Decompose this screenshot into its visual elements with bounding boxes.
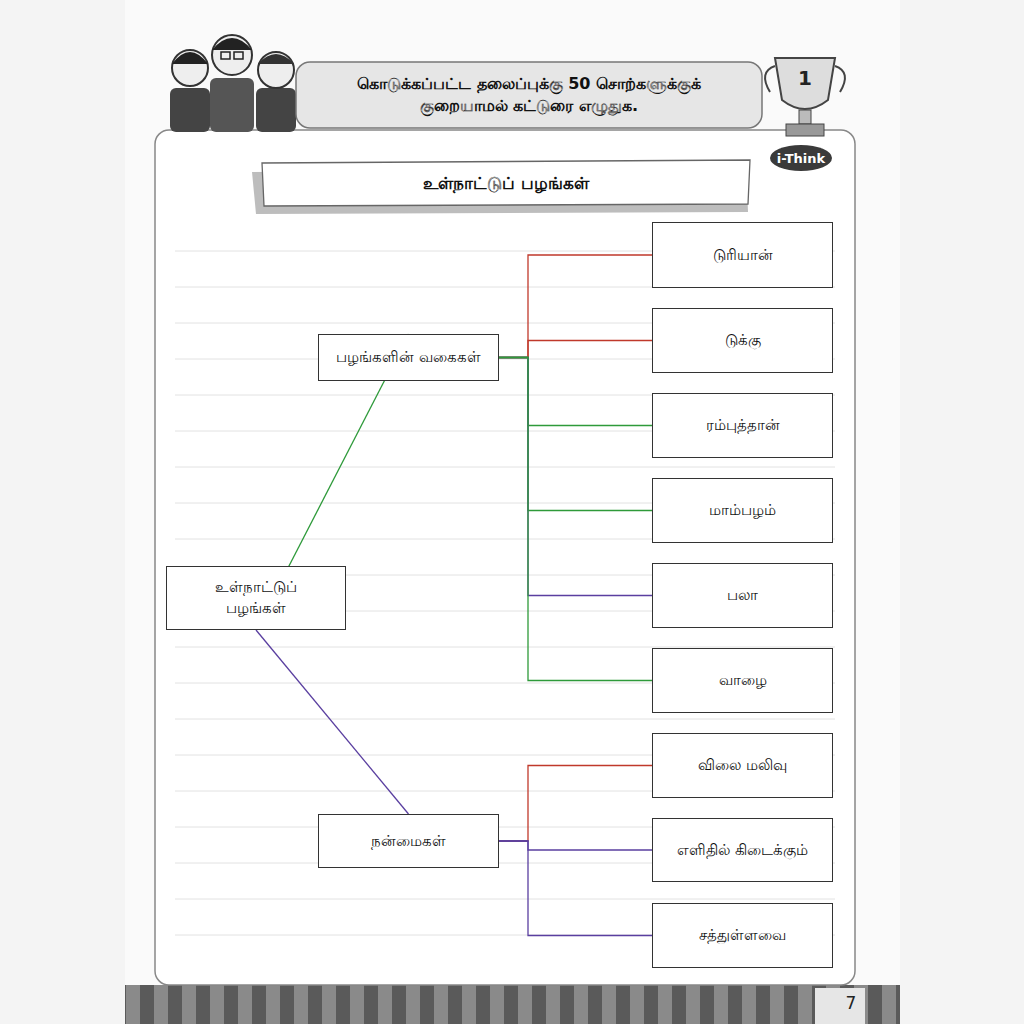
- ithink-text: i-Think: [771, 147, 831, 169]
- fruit-box: மாம்பழம்: [652, 478, 833, 543]
- ithink-badge: [770, 145, 832, 171]
- category-box: பழங்களின் வகைகள்: [318, 334, 499, 381]
- node-text: டுக்கு: [725, 330, 761, 351]
- trophy: [765, 58, 845, 136]
- paper: [125, 0, 900, 1024]
- stripe-band: [125, 985, 900, 1024]
- content-panel: [155, 130, 855, 985]
- benefit-box: சத்துள்ளவை: [652, 903, 833, 968]
- node-text: நன்மைகள்: [371, 831, 446, 852]
- ruled-lines: [175, 240, 835, 960]
- fruit-box: டுரியான்: [652, 222, 833, 288]
- node-text: பழங்களின் வகைகள்: [336, 347, 481, 368]
- fruit-box: டுக்கு: [652, 308, 833, 373]
- node-text: விலை மலிவு: [698, 755, 787, 776]
- connector: [499, 841, 652, 936]
- benefit-box: எளிதில் கிடைக்கும்: [652, 818, 833, 882]
- connector: [499, 841, 652, 850]
- root-box: உள்நாட்டுப் பழங்கள்: [166, 566, 346, 630]
- node-text: டுரியான்: [713, 245, 773, 266]
- benefit-box: விலை மலிவு: [652, 733, 833, 798]
- node-text: வாழை: [719, 670, 767, 691]
- connector: [499, 358, 652, 511]
- children-illustration: [170, 35, 296, 132]
- trophy-number: 1: [795, 66, 815, 92]
- node-text: கொடுக்கப்பட்ட தலைப்புக்கு 50 சொற்களுக்கு…: [319, 73, 739, 118]
- connector: [499, 358, 652, 681]
- title-banner: [262, 160, 750, 206]
- category-box: நன்மைகள்: [318, 814, 499, 868]
- fruit-box: பலா: [652, 563, 833, 628]
- connector: [499, 341, 652, 358]
- node-text: சத்துள்ளவை: [699, 925, 786, 946]
- connector: [499, 358, 652, 596]
- node-text: எளிதில் கிடைக்கும்: [677, 840, 808, 861]
- fruit-box: ரம்புத்தான்: [652, 393, 833, 458]
- node-text: ரம்புத்தான்: [706, 415, 780, 436]
- page-number-box: [815, 988, 865, 1024]
- instruction-band: கொடுக்கப்பட்ட தலைப்புக்கு 50 சொற்களுக்கு…: [300, 64, 758, 126]
- title-text: உள்நாட்டுப் பழங்கள்: [264, 163, 748, 205]
- connector: [499, 358, 652, 426]
- connector: [256, 630, 409, 814]
- node-text: உள்நாட்டுப் பழங்கள்: [186, 577, 326, 619]
- node-text: பலா: [727, 585, 758, 606]
- page-number: 7: [836, 993, 866, 1017]
- fruit-box: வாழை: [652, 648, 833, 713]
- node-text: மாம்பழம்: [709, 500, 776, 521]
- connector: [499, 255, 652, 358]
- instruction-band-frame: [296, 62, 762, 128]
- connector: [499, 766, 652, 842]
